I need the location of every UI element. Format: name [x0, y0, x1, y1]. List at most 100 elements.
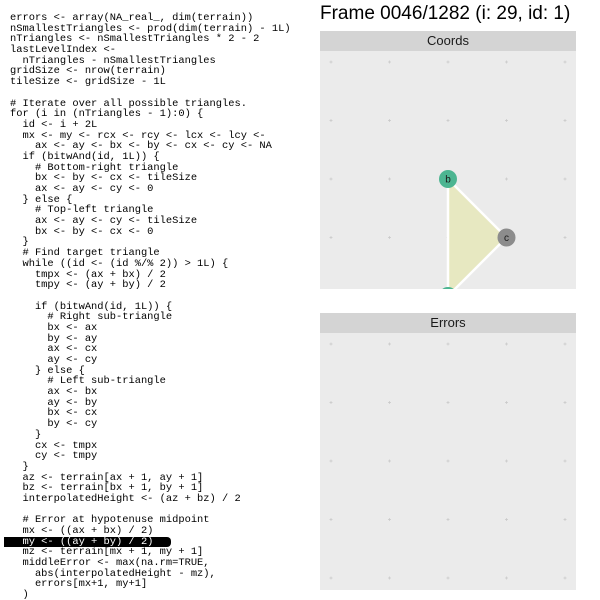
code-line: [10, 88, 291, 99]
code-line: # Top-left triangle: [10, 204, 154, 217]
code-line: mz <- terrain[mx + 1, my + 1]: [10, 546, 204, 559]
code-line: abs(interpolatedHeight - mz),: [10, 567, 216, 580]
code-panel: errors <- array(NA_real_, dim(terrain))n…: [4, 12, 291, 600]
errors-panel-title: Errors: [320, 313, 576, 333]
code-line: [10, 291, 291, 302]
grid-cross: [563, 401, 567, 404]
grid-cross: [329, 459, 333, 463]
code-line: cy <- tmpy: [10, 450, 98, 463]
code-line: by <- cy: [10, 418, 98, 431]
code-line: tmpx <- (ax + bx) / 2: [10, 268, 166, 281]
grid-cross: [446, 401, 450, 404]
grid-cross: [563, 119, 567, 122]
grid-cross: [329, 576, 333, 580]
coords-plot: abc: [329, 60, 567, 289]
grid-cross: [329, 236, 333, 239]
grid-cross: [505, 60, 508, 64]
vertex-label-c: c: [504, 233, 509, 244]
grid-cross: [446, 459, 450, 463]
code-line: # Left sub-triangle: [10, 375, 166, 388]
code-line: # Find target triangle: [10, 247, 160, 260]
code-line: } else {: [10, 364, 85, 377]
code-line: ax <- ay <- cy <- tileSize: [10, 215, 198, 228]
code-line: interpolatedHeight <- (az + bz) / 2: [10, 492, 241, 505]
code-line: mx <- ((ax + bx) / 2): [10, 525, 154, 537]
code-listing: errors <- array(NA_real_, dim(terrain))n…: [4, 12, 291, 600]
vertex-label-b: b: [445, 175, 451, 186]
grid-cross: [329, 119, 333, 122]
code-line: } else {: [10, 193, 73, 206]
code-line: if (bitwAnd(id, 1L)) {: [10, 300, 173, 313]
grid-cross: [329, 342, 333, 346]
coords-panel: Coords abc: [320, 31, 576, 289]
code-line: ax <- bx: [10, 386, 98, 399]
code-line: # Right sub-triangle: [10, 311, 173, 324]
code-line: ay <- by: [10, 396, 98, 409]
code-line: while ((id <- (id %/% 2)) > 1L) {: [10, 257, 229, 270]
errors-panel: Errors: [320, 313, 576, 590]
vertex-c: [497, 228, 516, 247]
grid-cross: [329, 177, 333, 181]
code-line: }: [10, 428, 42, 441]
grid-cross: [388, 236, 391, 239]
code-line: nSmallestTriangles <- prod(dim(terrain) …: [10, 22, 291, 35]
code-line: # Error at hypotenuse midpoint: [10, 514, 210, 527]
frame-title: Frame 0046/1282 (i: 29, id: 1): [320, 3, 571, 24]
code-line: bx <- by <- cx <- tileSize: [10, 172, 198, 185]
code-line: id <- i + 2L: [10, 118, 98, 131]
code-line: ax <- cx: [10, 343, 98, 356]
grid-cross: [563, 342, 567, 346]
code-line: errors <- array(NA_real_, dim(terrain)): [10, 12, 254, 24]
grid-cross: [388, 576, 391, 580]
code-line: ax <- ay <- cy <- 0: [10, 183, 154, 195]
code-line: az <- terrain[ax + 1, ay + 1]: [10, 471, 204, 484]
code-line: nTriangles <- nSmallestTriangles * 2 - 2: [10, 33, 260, 46]
grid-cross: [563, 459, 567, 463]
grid-cross: [505, 177, 508, 181]
grid-cross: [388, 60, 391, 64]
code-line: # Bottom-right triangle: [10, 161, 179, 174]
grid-cross: [563, 518, 567, 521]
code-line: # Iterate over all possible triangles.: [10, 97, 247, 110]
grid-cross: [505, 518, 508, 521]
code-line: ax <- ay <- bx <- by <- cx <- cy <- NA: [10, 140, 272, 153]
grid-cross: [329, 401, 333, 404]
grid-cross: [446, 60, 450, 64]
grid-cross: [388, 177, 391, 181]
code-line: bx <- cx: [10, 407, 98, 420]
grid-cross: [505, 459, 508, 463]
grid-cross: [388, 119, 391, 122]
code-line: bx <- ax: [10, 321, 98, 334]
coords-panel-title: Coords: [320, 31, 576, 51]
code-line: if (bitwAnd(id, 1L)) {: [10, 150, 160, 163]
grid-cross: [505, 119, 508, 122]
code-line: }: [10, 460, 29, 473]
code-line: by <- ay: [10, 332, 98, 345]
grid-cross: [446, 576, 450, 580]
grid-cross: [505, 401, 508, 404]
code-line-highlighted: my <- ((ay + by) / 2): [4, 536, 171, 548]
code-line: tmpy <- (ay + by) / 2: [10, 279, 166, 292]
code-line: mx <- my <- rcx <- rcy <- lcx <- lcy <-: [10, 129, 266, 142]
code-line: lastLevelIndex <-: [10, 44, 117, 57]
code-line: nTriangles - nSmallestTriangles: [10, 54, 216, 67]
code-line: middleError <- max(na.rm=TRUE,: [10, 557, 210, 570]
grid-cross: [388, 342, 391, 346]
grid-cross: [388, 459, 391, 463]
grid-cross: [505, 342, 508, 346]
grid-cross: [563, 236, 567, 239]
code-line: ay <- cy: [10, 354, 98, 366]
grid-cross: [329, 60, 333, 64]
vertex-a: [442, 287, 454, 289]
triangle: [446, 177, 508, 289]
code-line: bz <- terrain[bx + 1, by + 1]: [10, 482, 204, 495]
grid-cross: [505, 576, 508, 580]
errors-plot: [329, 342, 567, 580]
grid-cross: [329, 518, 333, 521]
grid-cross: [563, 177, 567, 181]
code-line: }: [10, 236, 29, 249]
code-line: ): [10, 589, 29, 600]
grid-cross: [563, 576, 567, 580]
grid-cross: [388, 401, 391, 404]
code-line: tileSize <- gridSize - 1L: [10, 76, 166, 89]
